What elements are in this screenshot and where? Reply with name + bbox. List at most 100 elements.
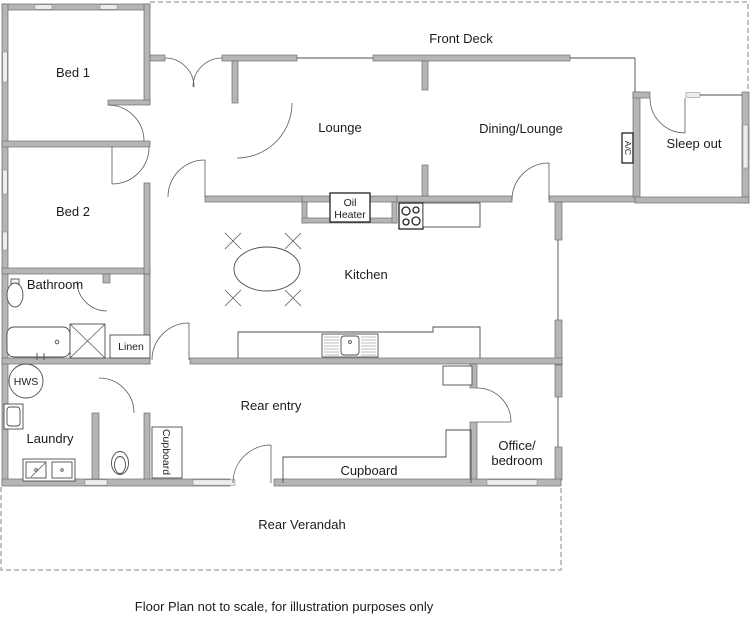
toilet-bowl xyxy=(114,456,126,474)
doors xyxy=(76,57,686,484)
wall-segment xyxy=(102,273,111,284)
window xyxy=(486,479,538,486)
room-label-sleep-out: Sleep out xyxy=(667,136,722,151)
wall-segment xyxy=(1,3,151,11)
kitchen-bench-icon xyxy=(237,326,481,358)
sink-mark xyxy=(30,462,46,478)
wall-segment xyxy=(1,273,9,486)
room-label-bed2: Bed 2 xyxy=(56,204,90,219)
deck-boundaries xyxy=(0,1,749,571)
fixture-label-cupboard-rear: Cupboard xyxy=(340,463,397,478)
wall-segment xyxy=(391,201,398,224)
bathtub-icon xyxy=(6,326,71,358)
wall-segment xyxy=(632,91,651,99)
oil-heater-icon xyxy=(329,192,371,223)
dining-table-icon xyxy=(233,246,301,292)
burner-icon xyxy=(411,216,421,226)
wall-segment xyxy=(554,201,563,241)
fixture-label-cupboard-hall: Cupboard xyxy=(160,429,172,475)
window xyxy=(742,124,749,169)
wall-segment xyxy=(143,412,151,481)
room-label-lounge: Lounge xyxy=(318,120,361,135)
window xyxy=(84,479,108,486)
room-label-front-deck: Front Deck xyxy=(429,31,493,46)
ac-unit-icon xyxy=(621,132,634,164)
wall-segment xyxy=(634,196,750,204)
rear-cupboard-icon xyxy=(282,429,472,483)
laundry-sink-bowl xyxy=(51,461,73,479)
room-label-laundry: Laundry xyxy=(27,431,74,446)
burner-icon xyxy=(402,218,410,226)
linen-cupboard-icon xyxy=(109,334,151,359)
labels: Bed 1 Bed 2 Front Deck Lounge Dining/Lou… xyxy=(14,31,722,614)
wall-segment xyxy=(372,54,571,62)
fixture-label-hws: HWS xyxy=(14,376,39,388)
door-arc xyxy=(98,377,135,414)
windows xyxy=(2,4,749,486)
wall-segment xyxy=(421,164,429,197)
burner-icon xyxy=(401,206,411,216)
walls xyxy=(1,3,750,487)
wall-segment xyxy=(221,54,298,62)
window xyxy=(685,92,701,98)
fixture-label-linen: Linen xyxy=(118,341,144,353)
room-label-bathroom: Bathroom xyxy=(27,277,83,292)
door-arc xyxy=(164,57,195,88)
window xyxy=(2,231,8,251)
window xyxy=(99,4,118,10)
wall-segment xyxy=(189,357,563,365)
door-arc xyxy=(167,159,206,198)
wall-segment xyxy=(632,91,641,198)
sink-drainer-hatch xyxy=(324,336,376,356)
wall-segment xyxy=(143,3,151,104)
shelf-icon xyxy=(442,365,473,386)
door-arc xyxy=(236,102,293,159)
room-label-rear-verandah: Rear Verandah xyxy=(258,517,345,532)
wall-segment xyxy=(149,54,166,62)
door-arc xyxy=(151,322,190,361)
chair-icons xyxy=(224,232,302,307)
fixture-label-oil-line1: Oil xyxy=(344,197,357,209)
door-arc xyxy=(476,387,512,423)
wall-segment xyxy=(396,195,513,203)
laundry-trough-bowl xyxy=(6,406,21,427)
caption-text: Floor Plan not to scale, for illustratio… xyxy=(135,599,434,614)
door-arc xyxy=(107,104,145,142)
laundry-sink-bowl xyxy=(25,461,47,479)
counter-icon xyxy=(422,202,481,228)
door-arc xyxy=(232,444,272,484)
wall-segment xyxy=(421,60,429,91)
room-label-kitchen: Kitchen xyxy=(344,267,387,282)
fixture-label-ac: A/C xyxy=(623,141,633,155)
window xyxy=(192,479,236,486)
stove-icon xyxy=(398,202,424,230)
wall-segment xyxy=(1,357,151,365)
room-label-office-line2: bedroom xyxy=(491,453,542,468)
window xyxy=(34,4,53,10)
rear-verandah-dashed-boundary xyxy=(0,487,562,571)
sink-tap-icon xyxy=(348,340,352,344)
door-arc xyxy=(511,162,550,201)
window xyxy=(2,51,8,83)
bath-drain-icon xyxy=(54,339,60,345)
door-arc xyxy=(649,97,686,134)
door-arc xyxy=(111,146,150,185)
bathroom-basin-icon xyxy=(6,282,24,308)
door-arc xyxy=(192,57,223,88)
fixtures xyxy=(3,132,634,483)
sink-bowl-icon xyxy=(340,335,360,356)
tap-icon xyxy=(60,468,64,472)
wall-segment xyxy=(1,140,151,148)
wall-segment xyxy=(554,364,563,398)
hall-cupboard-icon xyxy=(151,426,183,479)
bath-taps-icon xyxy=(36,353,45,360)
wall-segment xyxy=(204,195,303,203)
room-label-rear-entry: Rear entry xyxy=(241,398,302,413)
front-deck-dashed-boundary xyxy=(150,1,749,92)
wall-segment xyxy=(554,446,563,481)
wall-segment xyxy=(1,267,151,275)
room-label-office-line1: Office/ xyxy=(498,438,536,453)
door-arc xyxy=(76,280,108,312)
